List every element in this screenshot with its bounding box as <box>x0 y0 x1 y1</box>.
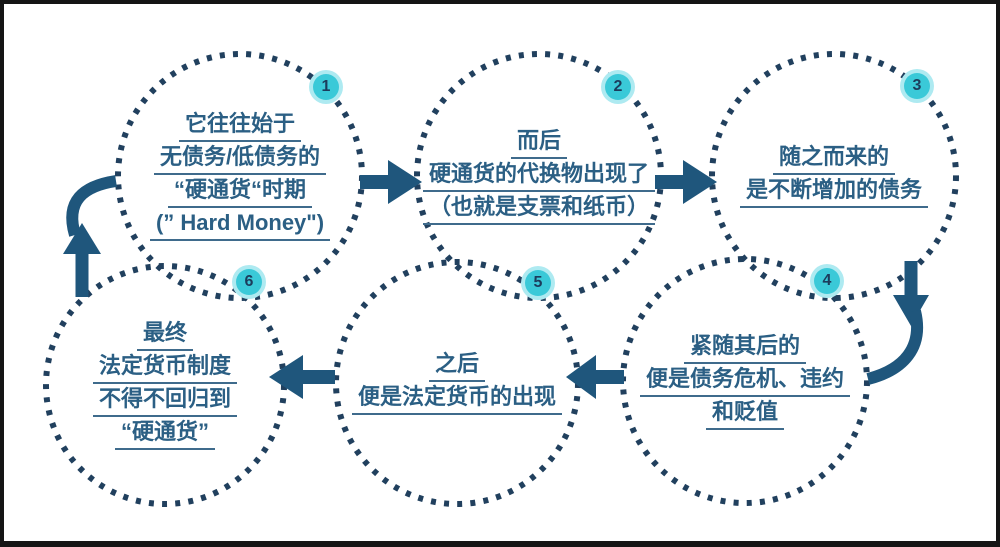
step-text-line: 便是法定货币的出现 <box>351 384 562 415</box>
step-text-line: 之后 <box>428 351 485 382</box>
connectors-layer <box>43 51 959 507</box>
arrow-left-icon-4to5 <box>566 355 624 399</box>
step-text-line: 不得不回归到 <box>92 386 237 417</box>
arrow-left-icon-5to6 <box>269 355 335 399</box>
step-5-badge: 5 <box>525 270 551 296</box>
step-text-line: “硬通货” <box>114 419 215 450</box>
step-text-line: 和贬值 <box>705 399 784 430</box>
step-text-line: （也就是支票和纸币） <box>422 194 655 225</box>
curved-arrow-up-icon-6to1 <box>63 175 118 297</box>
curved-arrow-down-icon-3to4 <box>866 261 929 385</box>
step-text-line: (” Hard Money") <box>149 210 331 241</box>
step-1-badge: 1 <box>313 74 339 100</box>
step-6-badge: 6 <box>236 269 262 295</box>
step-text-line: “硬通货“时期 <box>167 177 312 208</box>
arrow-right-icon-1to2 <box>360 160 422 204</box>
step-3-badge: 3 <box>904 73 930 99</box>
step-text-line: 最终 <box>136 320 193 351</box>
step-4-badge: 4 <box>814 268 840 294</box>
step-text-line: 便是债务危机、违约 <box>639 366 850 397</box>
step-2-badge: 2 <box>605 74 631 100</box>
step-text-line: 硬通货的代换物出现了 <box>422 161 655 192</box>
step-text-line: 是不断增加的债务 <box>739 177 928 208</box>
step-text-line: 紧随其后的 <box>683 333 806 364</box>
step-4-text: 紧随其后的便是债务危机、违约和贬值 <box>620 256 870 506</box>
step-1-text: 它往往始于无债务/低债务的“硬通货“时期(” Hard Money") <box>115 51 365 301</box>
step-text-line: 而后 <box>510 128 567 159</box>
step-text-line: 无债务/低债务的 <box>153 144 327 175</box>
arrow-right-icon-2to3 <box>655 160 717 204</box>
step-text-line: 法定货币制度 <box>92 353 237 384</box>
step-3-text: 随之而来的是不断增加的债务 <box>709 51 959 301</box>
step-6-text: 最终法定货币制度不得不回归到“硬通货” <box>40 260 290 510</box>
step-3-outline <box>709 51 959 301</box>
step-2-text: 而后硬通货的代换物出现了（也就是支票和纸币） <box>414 51 664 301</box>
step-text-line: 它往往始于 <box>178 111 301 142</box>
step-5-text: 之后便是法定货币的出现 <box>332 258 582 508</box>
step-text-line: 随之而来的 <box>772 144 895 175</box>
